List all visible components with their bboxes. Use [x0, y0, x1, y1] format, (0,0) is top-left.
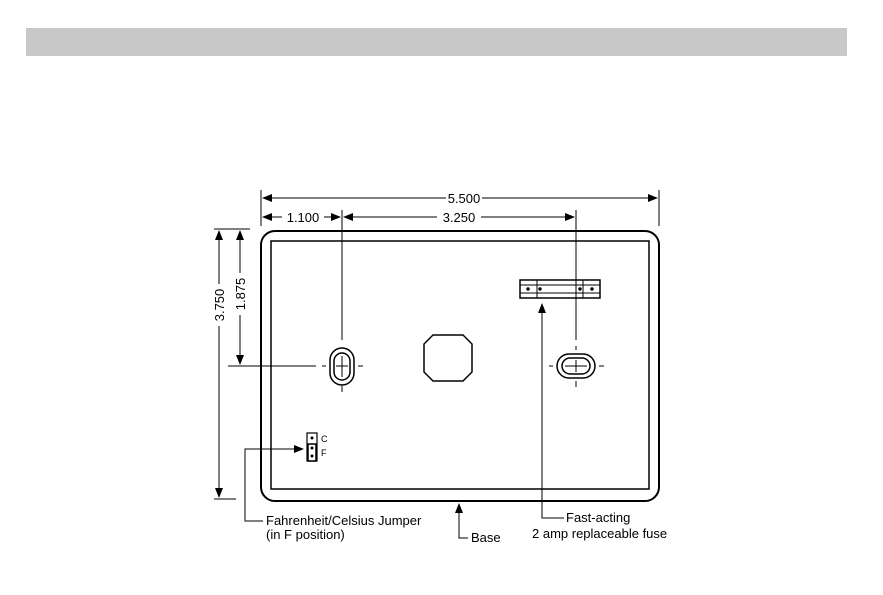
base-callout-leader — [459, 504, 468, 538]
fuse — [520, 280, 600, 298]
hole-spacing-label: 3.250 — [443, 210, 476, 225]
fuse-callout-line2: 2 amp replaceable fuse — [532, 526, 667, 541]
hole-height-label: 1.875 — [233, 278, 248, 311]
overall-height-label: 3.750 — [212, 289, 227, 322]
jumper-label-f: F — [321, 448, 327, 458]
center-wire-opening — [424, 335, 472, 381]
dimension-left-offset: 1.100 — [263, 210, 340, 225]
dimension-hole-height: 1.875 — [233, 231, 248, 364]
fahrenheit-celsius-jumper: C F — [307, 433, 328, 461]
overall-width-label: 5.500 — [448, 191, 481, 206]
jumper-callout-line1: Fahrenheit/Celsius Jumper — [266, 513, 422, 528]
right-mounting-hole — [549, 346, 604, 387]
dimension-hole-spacing: 3.250 — [344, 210, 574, 225]
jumper-label-c: C — [321, 434, 328, 444]
extension-lines — [214, 190, 659, 499]
fuse-callout-leader — [542, 304, 564, 518]
dimension-overall-height: 3.750 — [212, 231, 227, 497]
base-callout-label: Base — [471, 530, 501, 545]
jumper-callout-line2: (in F position) — [266, 527, 345, 542]
jumper-callout-leader — [245, 449, 303, 521]
fuse-callout-line1: Fast-acting — [566, 510, 630, 525]
left-offset-label: 1.100 — [287, 210, 320, 225]
dimension-overall-width: 5.500 — [263, 191, 657, 206]
left-mounting-hole — [322, 348, 363, 392]
